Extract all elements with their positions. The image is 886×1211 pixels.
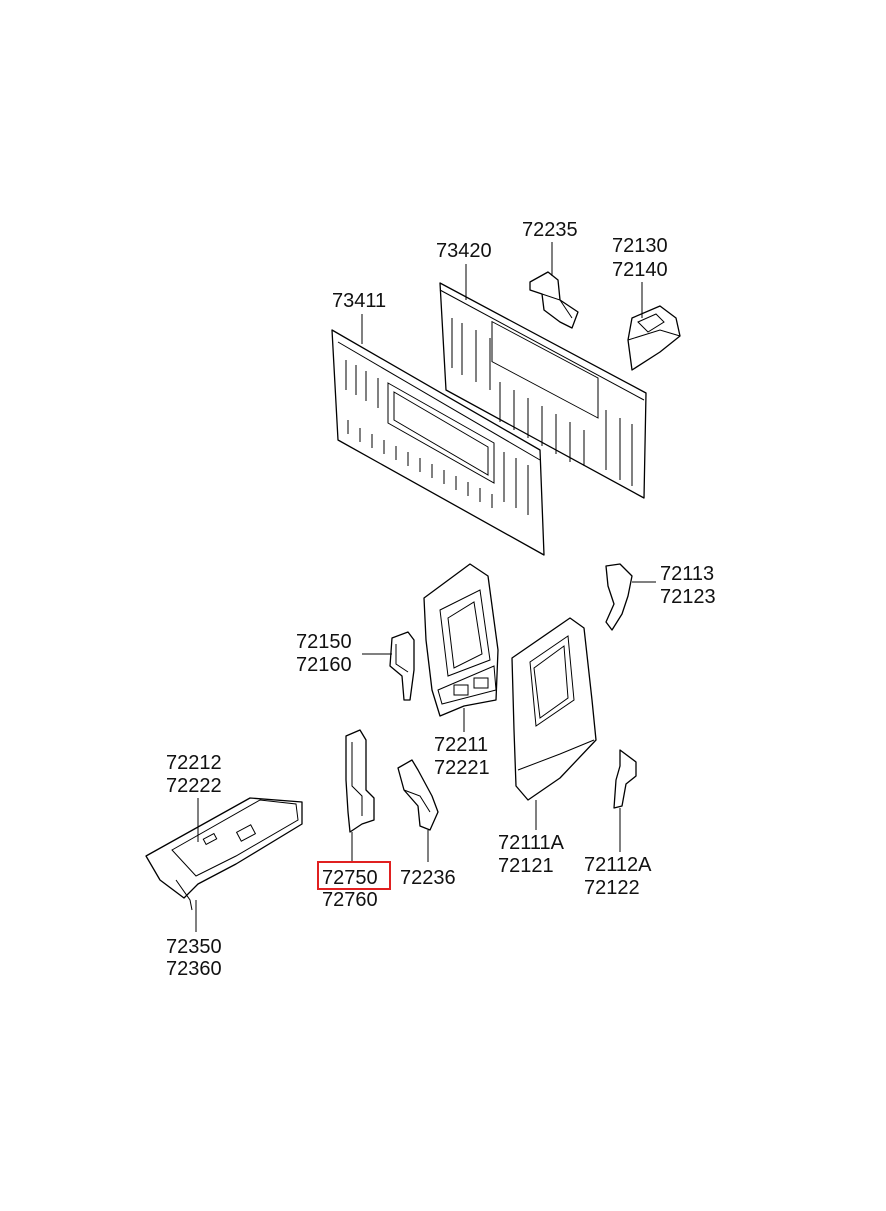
label-72211[interactable]: 72211	[434, 734, 488, 756]
leader-lines	[195, 242, 656, 932]
label-72123[interactable]: 72123	[660, 586, 716, 608]
part-72235-bracket	[529, 271, 579, 329]
part-72211-inner-side-panel	[423, 563, 499, 717]
part-73411-inner-panel	[331, 329, 545, 556]
part-72130-bracket	[627, 305, 681, 371]
label-72140[interactable]: 72140	[612, 259, 668, 281]
label-72121[interactable]: 72121	[498, 855, 554, 877]
label-72235[interactable]: 72235	[522, 219, 578, 241]
label-73411[interactable]: 73411	[332, 290, 386, 312]
label-72750[interactable]: 72750	[322, 867, 378, 889]
label-72112A[interactable]: 72112A	[584, 854, 652, 876]
part-72111A-outer-side-panel	[511, 617, 597, 801]
label-72113[interactable]: 72113	[660, 563, 714, 585]
label-72122[interactable]: 72122	[584, 877, 640, 899]
label-72111A[interactable]: 72111A	[498, 832, 565, 854]
label-72760[interactable]: 72760	[322, 889, 378, 911]
label-72160[interactable]: 72160	[296, 654, 352, 676]
part-73420-rear-panel	[439, 282, 647, 499]
part-72750-reinforcement	[345, 729, 375, 833]
highlight-box	[317, 861, 391, 890]
label-72130[interactable]: 72130	[612, 235, 668, 257]
label-72222[interactable]: 72222	[166, 775, 222, 797]
part-72113-bracket	[605, 563, 633, 631]
label-72360[interactable]: 72360	[166, 958, 222, 980]
label-72350[interactable]: 72350	[166, 936, 222, 958]
part-labels: 73411 73420 72235 72130 72140 72113 7212…	[166, 219, 716, 980]
label-72236[interactable]: 72236	[400, 867, 456, 889]
label-72221[interactable]: 72221	[434, 757, 490, 779]
part-72150-bracket	[389, 631, 415, 701]
label-72212[interactable]: 72212	[166, 752, 222, 774]
part-72212-floor-rail	[145, 797, 303, 911]
part-72236-bracket	[397, 759, 439, 831]
label-73420[interactable]: 73420	[436, 240, 492, 262]
label-72150[interactable]: 72150	[296, 631, 352, 653]
part-72112A-bracket	[613, 749, 637, 809]
